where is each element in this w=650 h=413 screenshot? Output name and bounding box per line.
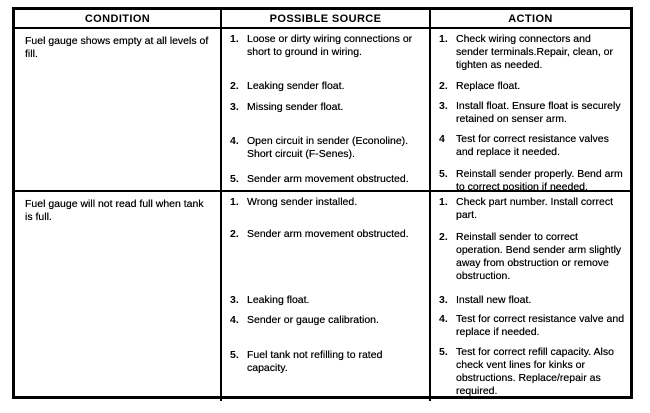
header-cell-possible-source: POSSIBLE SOURCE [220, 10, 429, 27]
item-number: 4. [230, 314, 239, 326]
action-list: 1. Check wiring connectors and sender te… [429, 29, 630, 193]
table-row-fuel-gauge-empty: Fuel gauge shows empty at all levels of … [15, 29, 630, 193]
action-item: 5. Reinstall sender properly. Bend arm t… [439, 168, 625, 194]
condition-cell: Fuel gauge shows empty at all levels of … [15, 29, 220, 190]
item-text: Install new float. [456, 294, 532, 306]
item-number: 2. [230, 80, 239, 92]
item-number: 4. [230, 135, 239, 147]
header-cell-action: ACTION [429, 10, 630, 27]
item-text: Reinstall sender properly. Bend arm to c… [456, 168, 623, 193]
item-number: 3. [439, 294, 448, 306]
item-text: Sender arm movement obstructed. [247, 228, 409, 240]
source-item: 5. Sender arm movement obstructed. [230, 173, 424, 186]
item-number: 2. [439, 80, 448, 92]
item-number: 4 [439, 133, 445, 145]
item-text: Test for correct refill capacity. Also c… [456, 346, 614, 397]
item-text: Leaking sender float. [247, 80, 345, 92]
item-number: 2. [230, 228, 239, 240]
item-text: Open circuit in sender (Econoline). Shor… [247, 135, 409, 160]
action-item: 1. Check part number. Install correct pa… [439, 196, 625, 222]
item-number: 5. [439, 346, 448, 358]
item-text: Fuel tank not refilling to rated capacit… [247, 349, 383, 374]
fuel-gauge-troubleshooting-table: CONDITION POSSIBLE SOURCE ACTION Fuel ga… [12, 7, 633, 401]
action-item: 2. Replace float. [439, 80, 625, 93]
item-text: Missing sender float. [247, 101, 344, 113]
item-text: Install float. Ensure float is securely … [456, 100, 621, 125]
item-text: Leaking float. [247, 294, 310, 306]
item-number: 3. [439, 100, 448, 112]
action-item: 4. Test for correct resistance valve and… [439, 313, 625, 339]
possible-source-list: 1. Wrong sender installed. 2. Sender arm… [220, 192, 429, 401]
action-item: 3. Install new float. [439, 294, 625, 307]
source-item: 3. Leaking float. [230, 294, 424, 307]
condition-cell: Fuel gauge will not read full when tank … [15, 192, 220, 401]
possible-source-list: 1. Loose or dirty wiring connections or … [220, 29, 429, 190]
item-number: 1. [230, 33, 239, 45]
item-number: 5. [230, 173, 239, 185]
item-text: Wrong sender installed. [247, 196, 358, 208]
action-item: 3. Install float. Ensure float is secure… [439, 100, 625, 126]
source-item: 1. Loose or dirty wiring connections or … [230, 33, 424, 59]
item-number: 1. [230, 196, 239, 208]
item-number: 5. [230, 349, 239, 361]
source-item: 4. Open circuit in sender (Econoline). S… [230, 135, 424, 161]
condition-text: Fuel gauge will not read full when tank … [25, 198, 204, 223]
item-number: 4. [439, 313, 448, 325]
table-row-fuel-gauge-not-full: Fuel gauge will not read full when tank … [15, 192, 630, 401]
table-header-row: CONDITION POSSIBLE SOURCE ACTION [15, 10, 630, 29]
item-number: 1. [439, 196, 448, 208]
item-text: Check part number. Install correct part. [456, 196, 613, 221]
condition-text: Fuel gauge shows empty at all levels of … [25, 35, 209, 60]
action-item: 4 Test for correct resistance valves and… [439, 133, 625, 159]
source-item: 5. Fuel tank not refilling to rated capa… [230, 349, 424, 375]
item-number: 3. [230, 294, 239, 306]
source-item: 3. Missing sender float. [230, 101, 424, 114]
header-cell-condition: CONDITION [84, 12, 151, 25]
item-number: 3. [230, 101, 239, 113]
source-item: 2. Leaking sender float. [230, 80, 424, 93]
item-text: Test for correct resistance valves and r… [456, 133, 609, 158]
item-text: Sender arm movement obstructed. [247, 173, 409, 185]
item-number: 2. [439, 231, 448, 243]
action-item: 5. Test for correct refill capacity. Als… [439, 346, 625, 398]
item-text: Replace float. [456, 80, 521, 92]
item-text: Test for correct resistance valve and re… [456, 313, 625, 338]
action-list: 1. Check part number. Install correct pa… [429, 192, 630, 401]
action-item: 2. Reinstall sender to correct operation… [439, 231, 625, 283]
source-item: 1. Wrong sender installed. [230, 196, 424, 209]
action-item: 1. Check wiring connectors and sender te… [439, 33, 625, 72]
item-text: Reinstall sender to correct operation. B… [456, 231, 622, 282]
item-number: 1. [439, 33, 448, 45]
source-item: 2. Sender arm movement obstructed. [230, 228, 424, 241]
item-text: Loose or dirty wiring connections or sho… [247, 33, 413, 58]
item-number: 5. [439, 168, 448, 180]
source-item: 4. Sender or gauge calibration. [230, 314, 424, 327]
item-text: Sender or gauge calibration. [247, 314, 379, 326]
item-text: Check wiring connectors and sender termi… [456, 33, 613, 71]
